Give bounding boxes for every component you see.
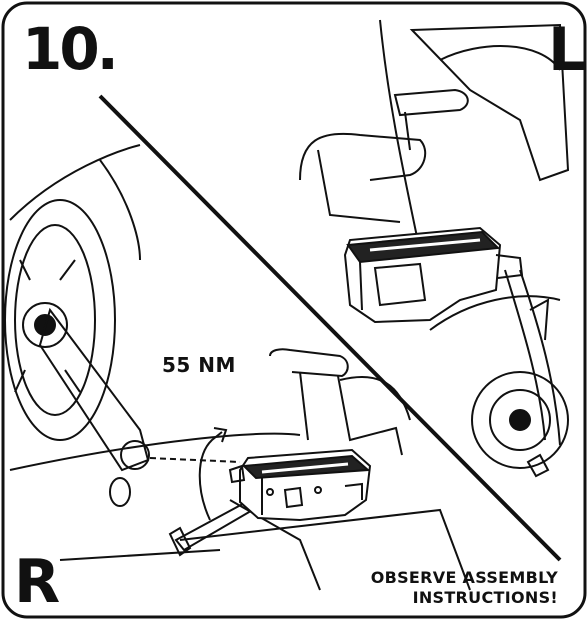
pedal-right-illustration <box>4 144 471 591</box>
assembly-note-line-1: OBSERVE ASSEMBLY <box>370 568 558 587</box>
pedal-left-illustration <box>299 19 570 478</box>
assembly-note: OBSERVE ASSEMBLY INSTRUCTIONS! <box>371 568 558 608</box>
left-side-label: L <box>548 15 587 85</box>
assembly-note-line-2: INSTRUCTIONS! <box>412 588 558 607</box>
rotation-arrow-icon <box>198 431 223 521</box>
step-number: 10. <box>22 15 119 83</box>
diagonal-divider <box>98 94 562 562</box>
torque-label: 55 NM <box>162 353 236 377</box>
crank-arm-illustration <box>38 307 150 472</box>
right-side-label: R <box>14 547 61 617</box>
